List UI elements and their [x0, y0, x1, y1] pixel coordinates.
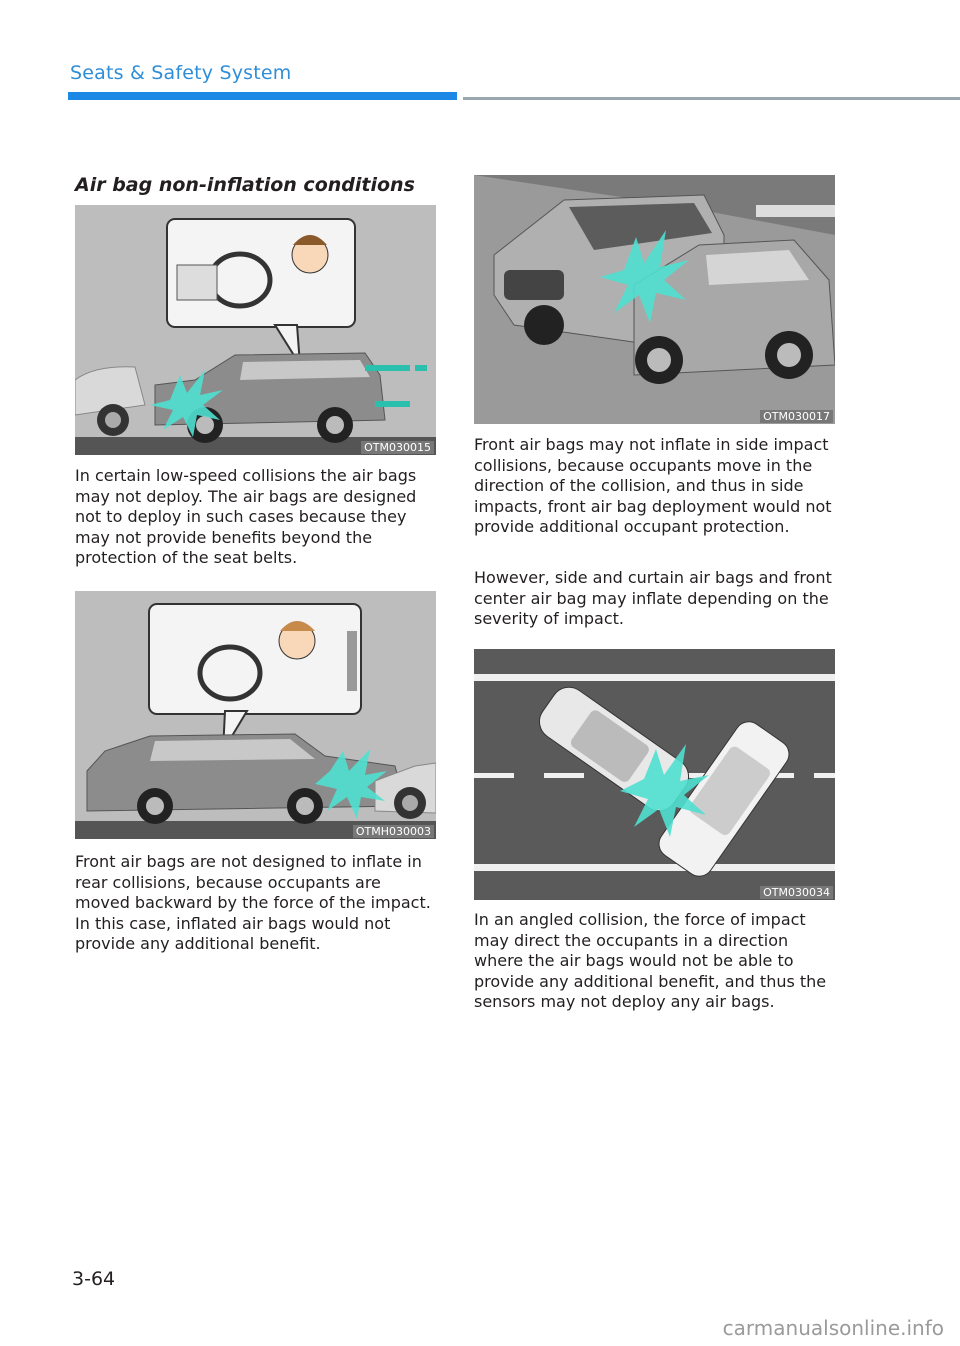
figure-caption: In certain low-speed collisions the air …	[75, 466, 417, 567]
figure-code: OTM030017	[760, 410, 833, 423]
figure-low-speed-collision: OTM030015	[75, 205, 436, 455]
figure-rear-collision: OTMH030003	[75, 591, 436, 839]
header-rule-grey	[463, 97, 960, 100]
figure-code: OTM030015	[361, 441, 434, 454]
header-title: Seats & Safety System	[70, 62, 292, 84]
figure-side-collision: OTM030017	[474, 175, 835, 424]
rear-collision-illustration	[75, 591, 436, 839]
page-number: 3-64	[72, 1268, 116, 1290]
figure-code: OTMH030003	[352, 825, 434, 838]
side-collision-illustration	[474, 175, 835, 424]
low-speed-collision-illustration	[75, 205, 436, 455]
section-title: Air bag non-inflation conditions	[75, 174, 415, 196]
extra-paragraph: However, side and curtain air bags and f…	[474, 568, 832, 628]
figure-code: OTM030034	[760, 886, 833, 899]
figure-caption: In an angled collision, the force of imp…	[474, 910, 827, 1011]
angled-collision-illustration	[474, 649, 835, 900]
header-rule-blue	[68, 92, 457, 100]
figure-caption: Front air bags may not inflate in side i…	[474, 435, 832, 536]
watermark: carmanualsonline.info	[722, 1316, 944, 1340]
figure-angled-collision: OTM030034	[474, 649, 835, 900]
figure-caption: Front air bags are not designed to infla…	[75, 852, 431, 953]
